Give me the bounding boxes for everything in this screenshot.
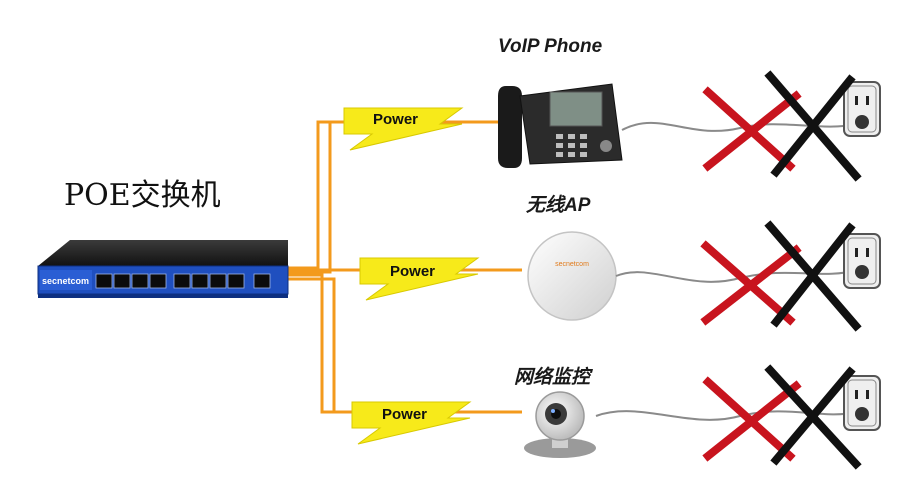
power-bolt-3 <box>351 401 472 445</box>
switch-brand: secnetcom <box>42 276 89 286</box>
switch-ports <box>95 273 271 289</box>
no-power-adapter-icon <box>702 364 862 470</box>
power-bolt-1 <box>343 107 464 151</box>
no-power-adapter-icon <box>700 220 862 332</box>
wireless-ap-icon: secnetcom <box>527 231 617 321</box>
device-label-wireless-ap: 无线AP <box>526 195 591 216</box>
voip-phone-icon <box>498 83 623 168</box>
power-outlet-icon <box>843 375 881 431</box>
power-label-1: Power <box>373 111 419 128</box>
power-label-2: Power <box>390 263 436 280</box>
power-outlet-icon <box>843 233 881 289</box>
power-outlet-icon <box>843 81 881 137</box>
device-label-camera: 网络监控 <box>514 367 591 388</box>
page-title: POE交换机 <box>64 178 221 213</box>
poe-switch: secnetcom <box>37 240 289 298</box>
device-label-voip-phone: VoIP Phone <box>498 36 603 57</box>
no-power-adapter-icon <box>702 70 862 182</box>
ap-brand: secnetcom <box>555 261 589 268</box>
power-label-3: Power <box>382 406 428 423</box>
power-bolt-2 <box>359 257 480 301</box>
camera-icon <box>524 391 596 458</box>
